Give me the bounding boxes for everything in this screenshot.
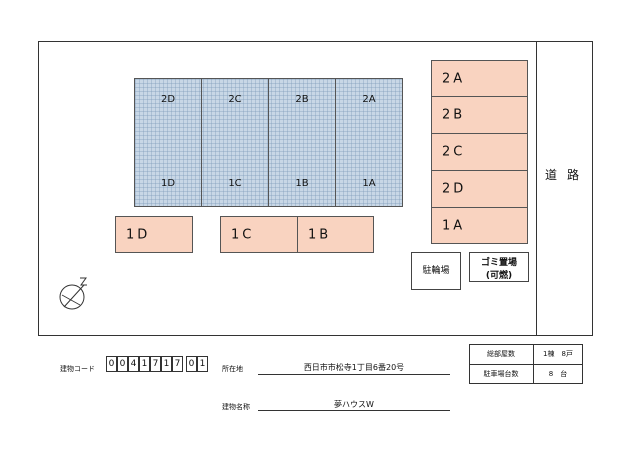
total-rooms-value: 1棟 8戸 [543,350,573,358]
parking-space-2c: 2C [431,133,528,171]
building-code-digit: 4 [128,356,139,372]
building-code-suffix: 0 [186,356,197,372]
parking-count-value: 8 台 [548,370,568,378]
building-code-label: 建物コード [60,365,95,373]
table-row: 駐車場台数 8 台 [469,364,583,384]
building-code-digit: 1 [161,356,172,372]
parking-space-2b: 2B [431,96,528,134]
unit-label-1b: 1B [295,178,309,189]
road-boundary-line [536,41,537,336]
garbage-label: ゴミ置場 [480,258,517,268]
total-rooms-label: 総部屋数 [487,350,515,358]
garbage-type: (可燃) [485,271,513,281]
parking-space-1b: 1B [297,216,374,253]
unit-label-2c: 2C [228,94,242,105]
table-row: 総部屋数 1棟 8戸 [469,344,583,364]
table-divider [533,344,534,384]
unit-label-2d: 2D [160,94,176,105]
unit-divider [268,78,269,207]
parking-space-2a: 2A [431,60,528,97]
building-code-digit: 7 [172,356,183,372]
parking-space-1d: 1D [115,216,193,253]
location-value: 西日市市松寺1丁目6番20号 [303,363,405,372]
site-boundary [38,41,593,336]
building-code-digit: 7 [150,356,161,372]
unit-label-2a: 2A [362,94,376,105]
unit-divider [201,78,202,207]
location-label: 所在地 [222,365,243,373]
north-arrow-icon [59,277,87,310]
parking-space-1a: 1A [431,207,528,244]
building-code-digit: 0 [117,356,128,372]
building-code-suffix: 1 [197,356,208,372]
parking-space-2d: 2D [431,170,528,208]
unit-divider [335,78,336,207]
building-name-label: 建物名称 [222,403,250,411]
road-label: 道路 [545,168,590,182]
garbage-area: ゴミ置場 (可燃) [469,252,529,282]
building-name-underline [258,410,450,411]
unit-label-1c: 1C [228,178,242,189]
unit-label-1a: 1A [362,178,376,189]
unit-label-2b: 2B [295,94,309,105]
building-code-digit: 1 [139,356,150,372]
location-underline [258,374,450,375]
unit-label-1d: 1D [160,178,176,189]
building-name-value: 夢ハウスW [334,400,374,409]
parking-count-label: 駐車場台数 [483,370,519,378]
building-code-digit: 0 [106,356,117,372]
bike-parking: 駐輪場 [411,252,461,290]
parking-space-1c: 1C [220,216,298,253]
table-divider [469,364,583,365]
